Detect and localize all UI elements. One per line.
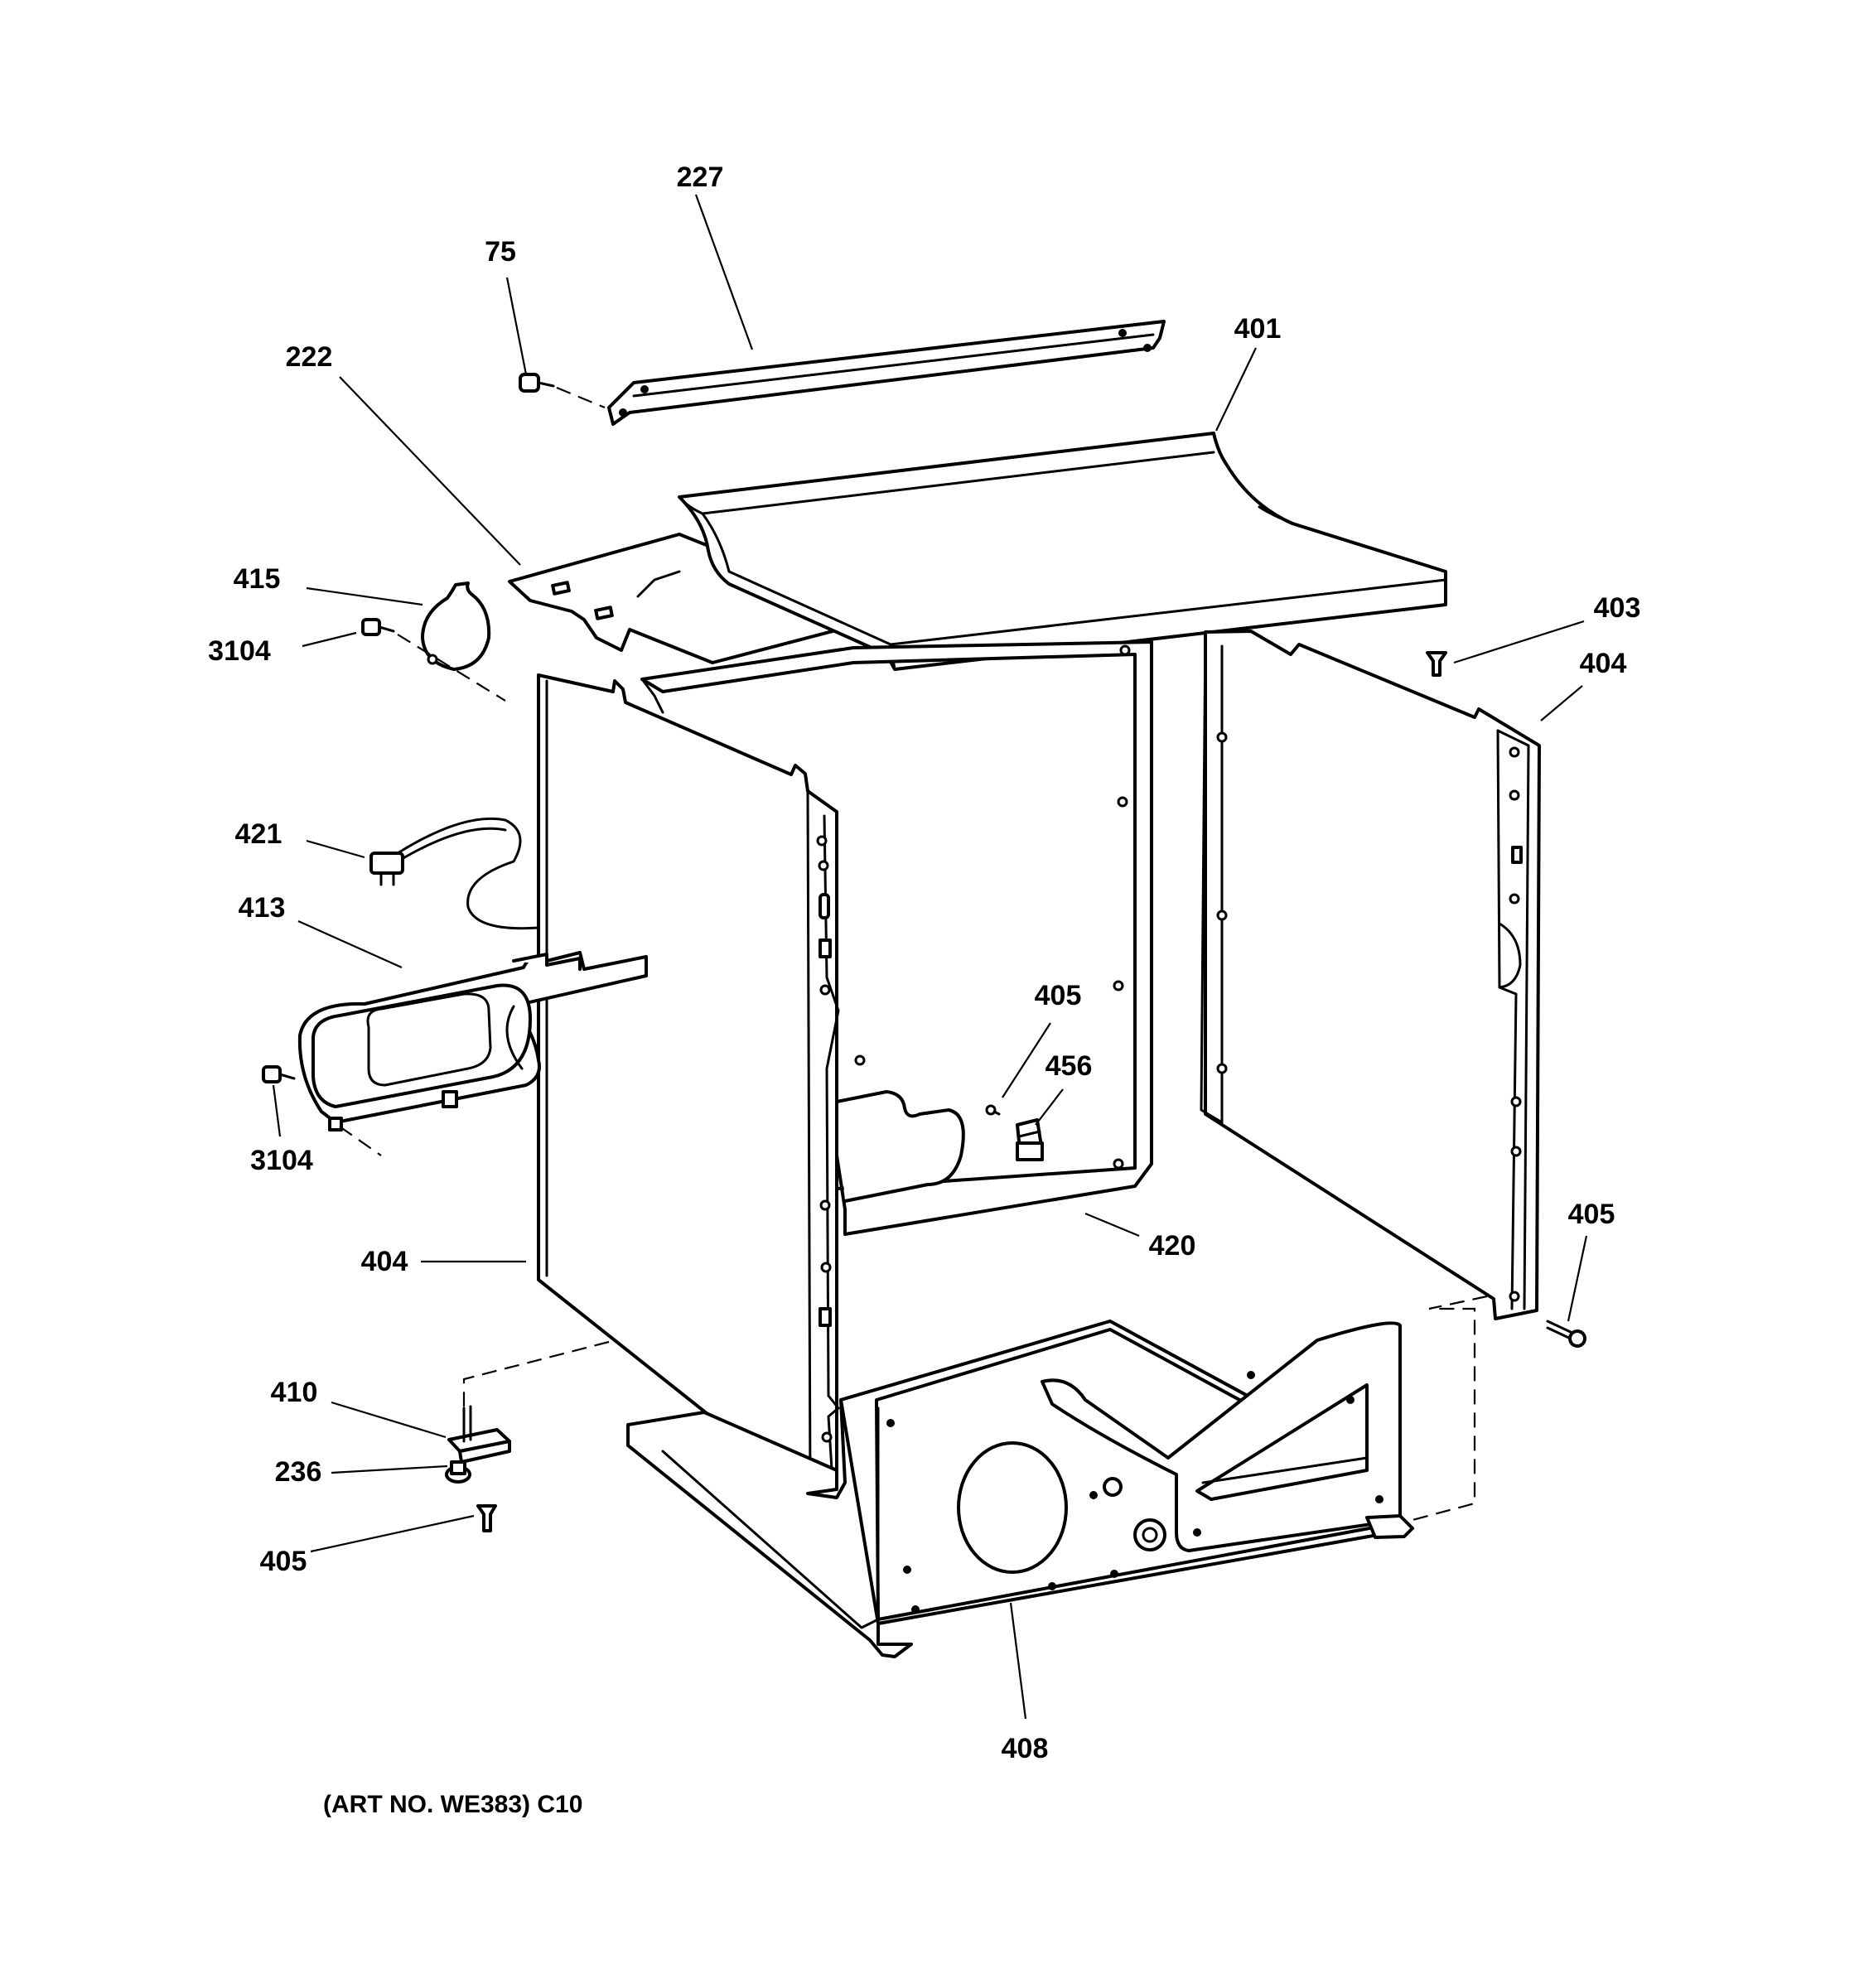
part-405-bottom-screw [476,1504,497,1532]
part-3104-bottom-screw [262,1065,382,1156]
part-236-foot [445,1460,471,1484]
callout-3104-bottom: 3104 [250,1145,313,1176]
part-403-screw [1426,651,1447,677]
callout-420: 420 [1149,1230,1196,1262]
callout-403: 403 [1594,592,1641,624]
part-405-center-screw [985,1104,1001,1116]
part-408-base [626,1320,1414,1658]
callout-405-bottom: 405 [260,1546,307,1577]
part-415-round-cover [421,581,491,671]
part-456-terminal-block [1016,1118,1044,1161]
leader-lines [272,194,1588,1720]
part-3104-top-screw [361,618,506,702]
callout-415: 415 [234,563,281,595]
part-404-left-side-panel [537,673,840,1495]
callout-404-right: 404 [1580,648,1627,679]
callout-456: 456 [1045,1050,1093,1082]
part-75-screw [519,373,606,409]
callout-404-left: 404 [361,1246,408,1277]
callout-labels: 227 75 401 222 415 3104 403 404 421 413 … [208,162,1640,1764]
callout-75: 75 [485,236,516,268]
callout-236: 236 [275,1456,322,1488]
callout-227: 227 [677,162,724,193]
callout-3104-top: 3104 [208,635,271,667]
callout-401: 401 [1234,313,1282,345]
part-401-top-cover [678,432,1447,671]
part-421-power-cord [369,817,540,930]
callout-405-right: 405 [1568,1199,1615,1230]
part-227-top-bracket [607,320,1166,426]
part-420-rear-panel [640,640,1153,1236]
callout-408: 408 [1002,1733,1049,1764]
art-number-caption: (ART NO. WE383) C10 [323,1791,582,1818]
callout-410: 410 [271,1377,318,1408]
part-405-right-screw [1546,1320,1586,1348]
assembly-dash-lines [462,1295,1488,1522]
callout-222: 222 [286,341,333,373]
callout-405-center: 405 [1035,980,1082,1011]
callout-413: 413 [239,892,286,924]
part-410-bracket [447,1405,511,1464]
part-404-right-side-panel [1200,630,1541,1320]
callout-421: 421 [235,818,282,850]
part-413-access-cover [297,951,648,1132]
